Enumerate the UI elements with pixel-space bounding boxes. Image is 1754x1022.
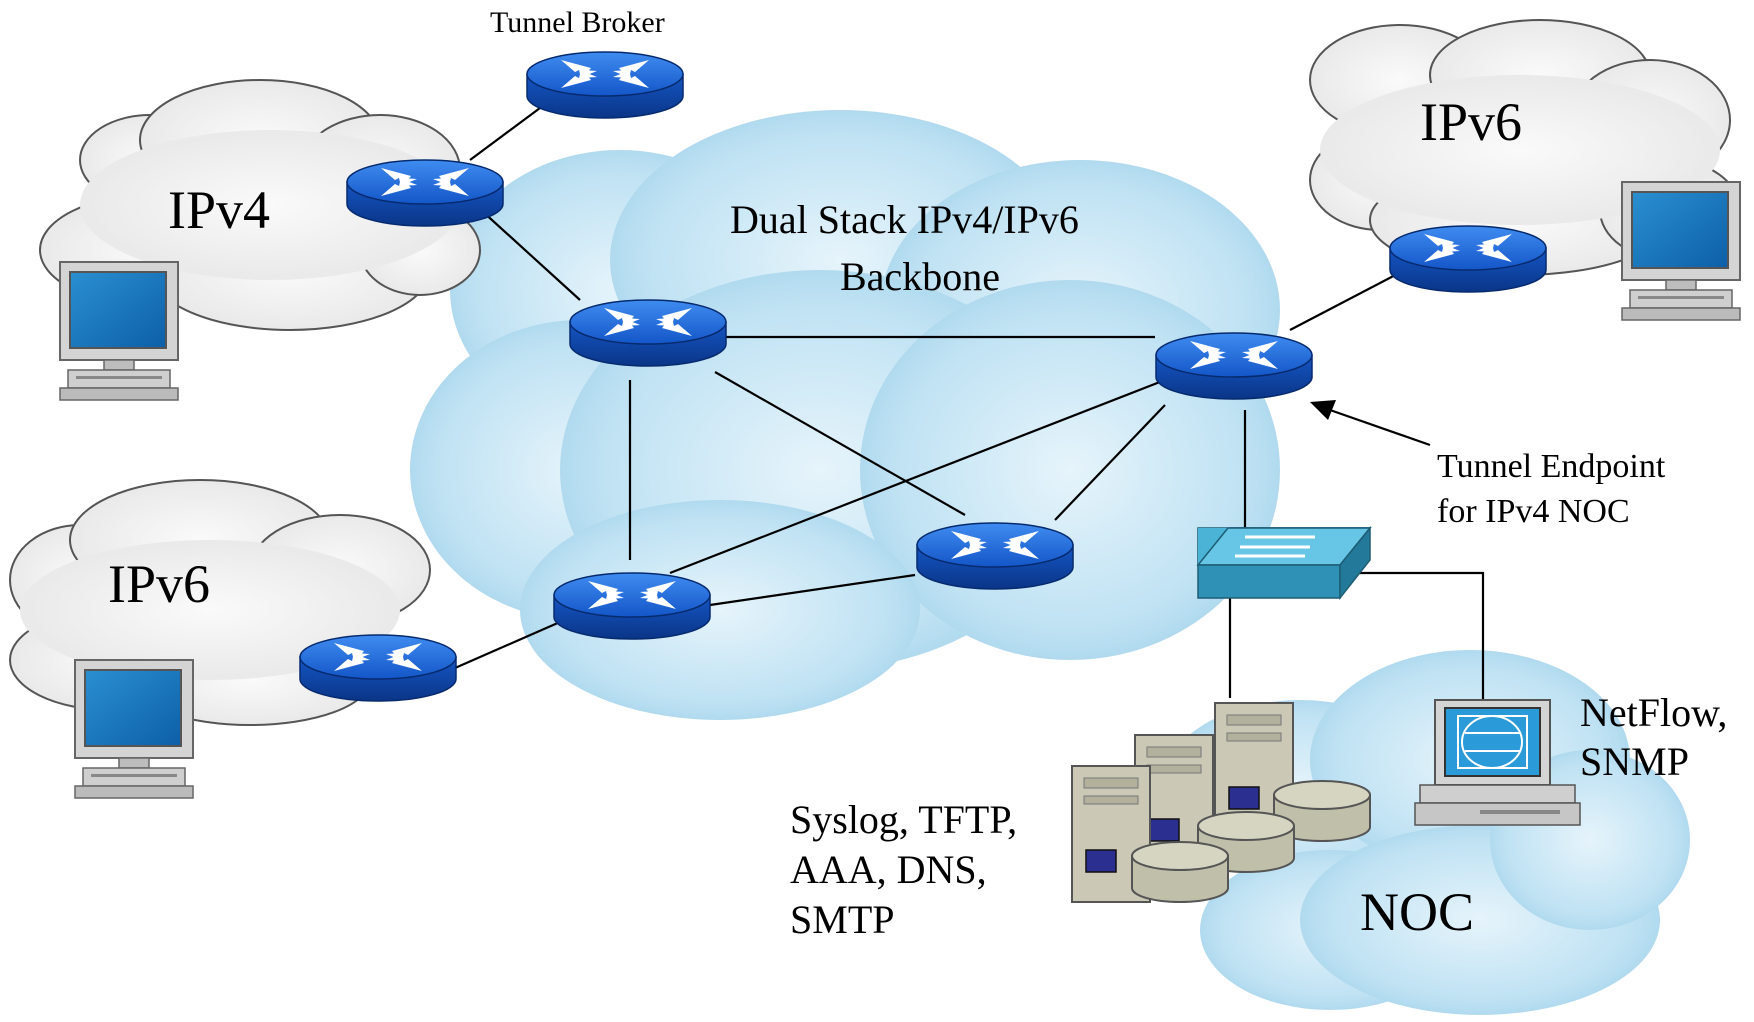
services-label-line2: AAA, DNS, (790, 847, 987, 892)
ipv4-router (346, 159, 504, 227)
services-label-line1: Syslog, TFTP, (790, 797, 1018, 842)
tunnel-broker-label: Tunnel Broker (490, 6, 665, 39)
ipv6-left-router (299, 634, 457, 702)
ipv6-right-cloud-label: IPv6 (1420, 92, 1523, 152)
backbone-cloud (410, 110, 1280, 720)
backbone-router-bottom-left (553, 572, 711, 640)
ipv4-workstation (59, 261, 179, 401)
ipv6-left-cloud-fill (20, 540, 400, 680)
noc-label: NOC (1360, 882, 1475, 942)
connections (454, 107, 1485, 700)
ipv6-right-workstation (1621, 181, 1741, 321)
netflow-station (1414, 699, 1581, 826)
ipv6-right-cloud-fill (1320, 75, 1720, 225)
tunnel-endpoint-arrow (1310, 400, 1431, 447)
ipv4-cloud-label: IPv4 (168, 180, 271, 240)
backbone-router-top-right (1155, 332, 1313, 400)
noc-switch (1196, 525, 1372, 601)
netflow-label-line1: NetFlow, (1580, 690, 1728, 735)
ipv6-left-cloud-label: IPv6 (108, 554, 211, 614)
services-label-line3: SMTP (790, 897, 895, 942)
backbone-label-line1: Dual Stack IPv4/IPv6 (730, 197, 1079, 242)
tunnel-endpoint-label-line1: Tunnel Endpoint (1437, 448, 1666, 485)
link-center-top-right (1054, 404, 1166, 521)
backbone-label-line2: Backbone (840, 254, 1000, 299)
link-broker-ipv4 (469, 107, 541, 161)
backbone-router-center (916, 522, 1074, 590)
ipv6-left-workstation (74, 659, 194, 799)
link-top-right-ipv6-right (1289, 269, 1406, 331)
link-top-left-center (714, 371, 966, 516)
link-switch-netflow (1340, 571, 1485, 700)
link-bottom-left-center (709, 573, 916, 607)
tunnel-broker-router (526, 51, 684, 119)
tunnel-endpoint-label-line2: for IPv4 NOC (1437, 493, 1630, 530)
link-bottom-left-top-right (669, 378, 1166, 575)
netflow-label-line2: SNMP (1580, 739, 1689, 784)
ipv6-right-router (1389, 225, 1547, 293)
link-ipv6-left-backbone (454, 620, 561, 670)
backbone-router-top-left (569, 299, 727, 367)
